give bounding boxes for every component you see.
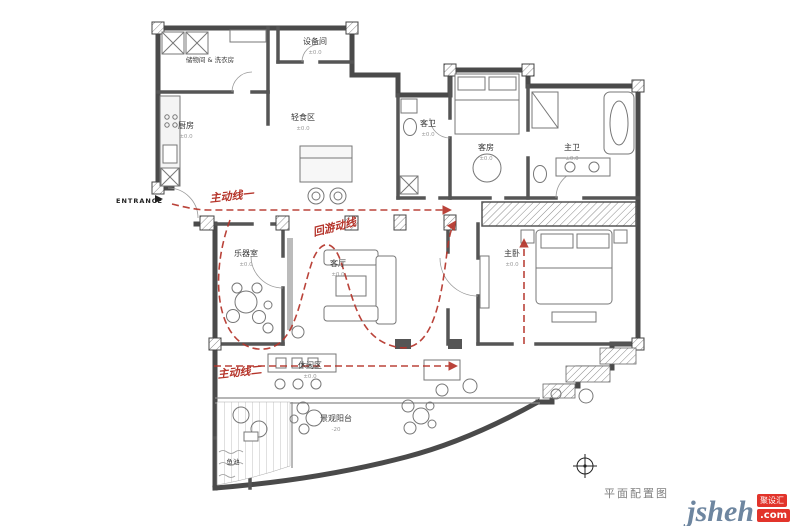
furniture [159, 29, 635, 478]
room-label-leisure: 休闲区 [298, 360, 322, 370]
route1-line [171, 203, 452, 215]
logo-side: 聚设汇 .com [756, 494, 790, 524]
room-label-light-meal: 轻食区 [291, 112, 315, 122]
elevation-living-room: ±0.0 [331, 272, 345, 278]
room-labels: 储物间 & 洗衣房 设备间 ±0.0 厨房 ±0.0 轻食区 ±0.0 客卫 ±… [178, 36, 580, 466]
deck-area [216, 401, 291, 486]
elevation-guest-room: ±0.0 [479, 156, 493, 162]
loop-line [217, 219, 457, 350]
elevation-leisure: ±0.0 [303, 374, 317, 380]
elevation-guest-bath: ±0.0 [421, 132, 435, 138]
room-label-guest-room: 客房 [478, 142, 494, 152]
wall-pillars [395, 339, 462, 349]
compass-icon [573, 454, 597, 478]
entrance-arrow-icon [155, 195, 163, 203]
elevation-equipment: ±0.0 [308, 50, 322, 56]
entrance-marker: ENTRANCE [116, 195, 163, 205]
elevation-light-meal: ±0.0 [296, 126, 310, 132]
room-label-balcony: 景观阳台 [320, 413, 352, 423]
elevation-master-bath: ±0.0 [565, 156, 579, 162]
elevation-kitchen: ±0.0 [179, 134, 193, 140]
columns [151, 21, 645, 351]
room-label-music-room: 乐器室 [234, 248, 258, 258]
logo-badge: 聚设汇 [756, 494, 787, 507]
room-label-living-room: 客厅 [330, 258, 346, 268]
logo-suffix: .com [756, 509, 790, 522]
logo-brand-text: jsheh [687, 494, 754, 526]
route2-label: 主动线二 [217, 363, 263, 381]
plan-caption: 平面配置图 [604, 487, 669, 500]
room-label-master-bedroom: 主卧 [504, 248, 520, 258]
elevation-music-room: ±0.0 [239, 262, 253, 268]
elevation-master-bedroom: ±0.0 [505, 262, 519, 268]
circulation-routes [171, 203, 529, 371]
room-label-kitchen: 厨房 [178, 120, 194, 130]
planters [542, 347, 637, 399]
route1-label: 主动线一 [209, 187, 256, 205]
site-logo[interactable]: jsheh 聚设汇 .com [687, 494, 790, 526]
entrance-label: ENTRANCE [116, 197, 163, 205]
room-label-equipment: 设备间 [303, 36, 327, 46]
room-label-master-bath: 主卫 [564, 142, 580, 152]
wardrobe [481, 201, 637, 227]
room-label-fish-pond: 鱼池 [227, 457, 241, 466]
elevation-balcony: -20 [332, 427, 341, 433]
loop-label: 回游动线 [312, 215, 360, 239]
door-arcs [167, 43, 585, 297]
room-label-storage: 储物间 & 洗衣房 [186, 55, 234, 64]
room-label-guest-bath: 客卫 [420, 118, 436, 128]
